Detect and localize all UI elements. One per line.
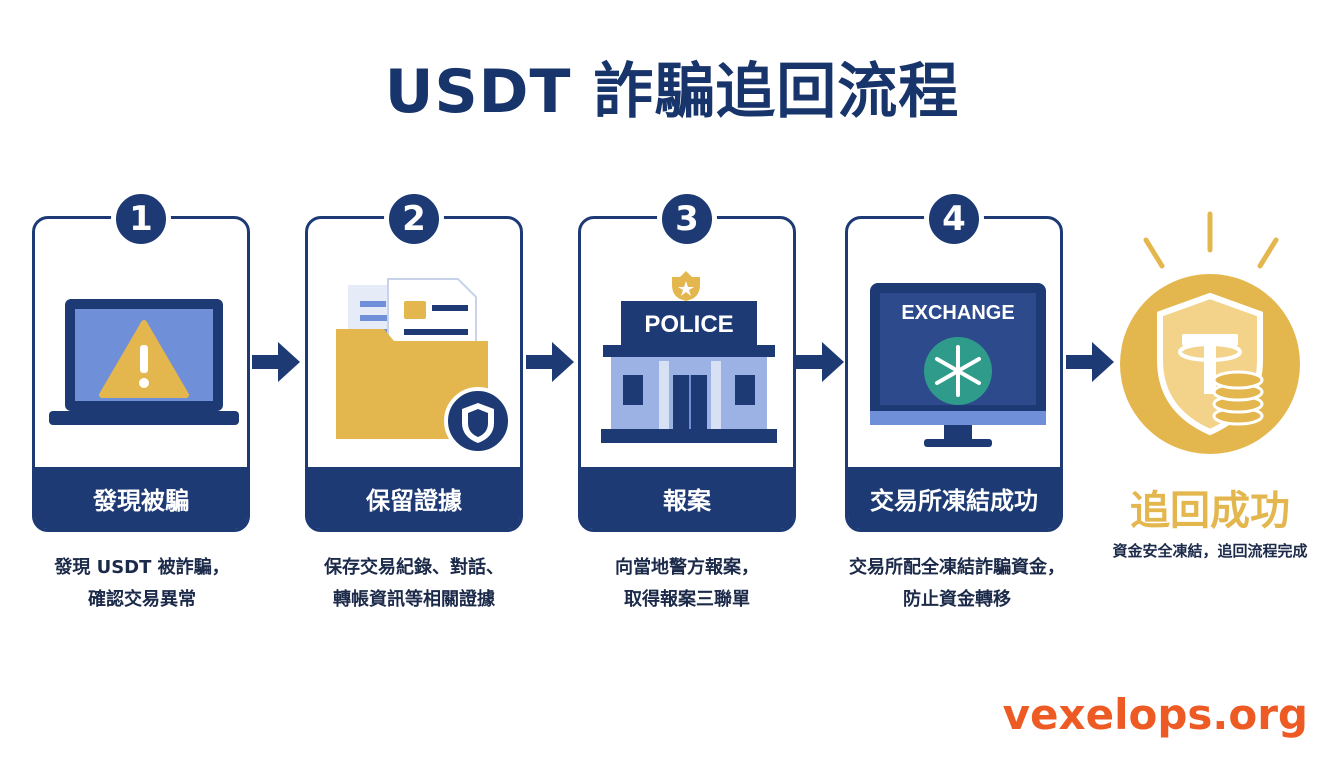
step-1-badge: 1 xyxy=(111,189,171,249)
step-3-label: 報案 xyxy=(581,467,793,529)
warning-laptop-icon xyxy=(49,299,239,425)
step-2-badge: 2 xyxy=(384,189,444,249)
police-sign-text: POLICE xyxy=(644,311,733,338)
exchange-screen-text: EXCHANGE xyxy=(901,302,1014,324)
final-desc: 資金安全凍結，追回流程完成 xyxy=(1112,542,1308,560)
step-4-badge: 4 xyxy=(924,189,984,249)
police-station-icon: POLICE xyxy=(601,271,777,443)
step-2-card: 2 保留證據 xyxy=(305,189,523,532)
watermark: vexelops.org xyxy=(1002,690,1308,739)
step-3-desc: 向當地警方報案， 取得報案三聯單 xyxy=(567,552,807,616)
final-label: 追回成功 xyxy=(1130,488,1290,534)
step-4-desc-line: 交易所配全凍結詐騙資金， xyxy=(849,557,1065,578)
step-3-desc-line: 取得報案三聯單 xyxy=(624,589,750,610)
step-2-label: 保留證據 xyxy=(308,467,520,529)
step-3-badge: 3 xyxy=(657,189,717,249)
step-2-desc-line: 保存交易紀錄、對話、 xyxy=(324,557,504,578)
step-4-desc-line: 防止資金轉移 xyxy=(903,589,1011,610)
step-1-desc: 發現 USDT 被詐騙， 確認交易異常 xyxy=(22,552,262,616)
step-3-desc-line: 向當地警方報案， xyxy=(615,557,759,578)
step-4-card: 4 EXCHANGE 交易所凍結成功 xyxy=(845,189,1063,532)
step-2-desc: 保存交易紀錄、對話、 轉帳資訊等相關證據 xyxy=(294,552,534,616)
step-2-desc-line: 轉帳資訊等相關證據 xyxy=(333,589,495,610)
tether-shield-coins-icon xyxy=(1120,211,1300,454)
arrow-right-icon xyxy=(252,342,300,382)
step-3-card: 3 POLICE 報案 xyxy=(578,189,796,532)
step-1-desc-line: 發現 USDT 被詐騙， xyxy=(54,557,230,578)
step-4-desc: 交易所配全凍結詐騙資金， 防止資金轉移 xyxy=(826,552,1088,616)
arrow-right-icon xyxy=(1066,342,1114,382)
arrow-right-icon xyxy=(526,342,574,382)
folder-shield-icon xyxy=(336,278,512,455)
step-1-card: 1 發現被騙 xyxy=(32,189,250,532)
step-4-label: 交易所凍結成功 xyxy=(848,467,1060,529)
step-1-label: 發現被騙 xyxy=(35,467,247,529)
exchange-monitor-icon: EXCHANGE xyxy=(870,283,1046,447)
arrow-right-icon xyxy=(796,342,844,382)
step-1-desc-line: 確認交易異常 xyxy=(88,589,196,610)
page-title: USDT 詐騙追回流程 xyxy=(384,57,960,127)
